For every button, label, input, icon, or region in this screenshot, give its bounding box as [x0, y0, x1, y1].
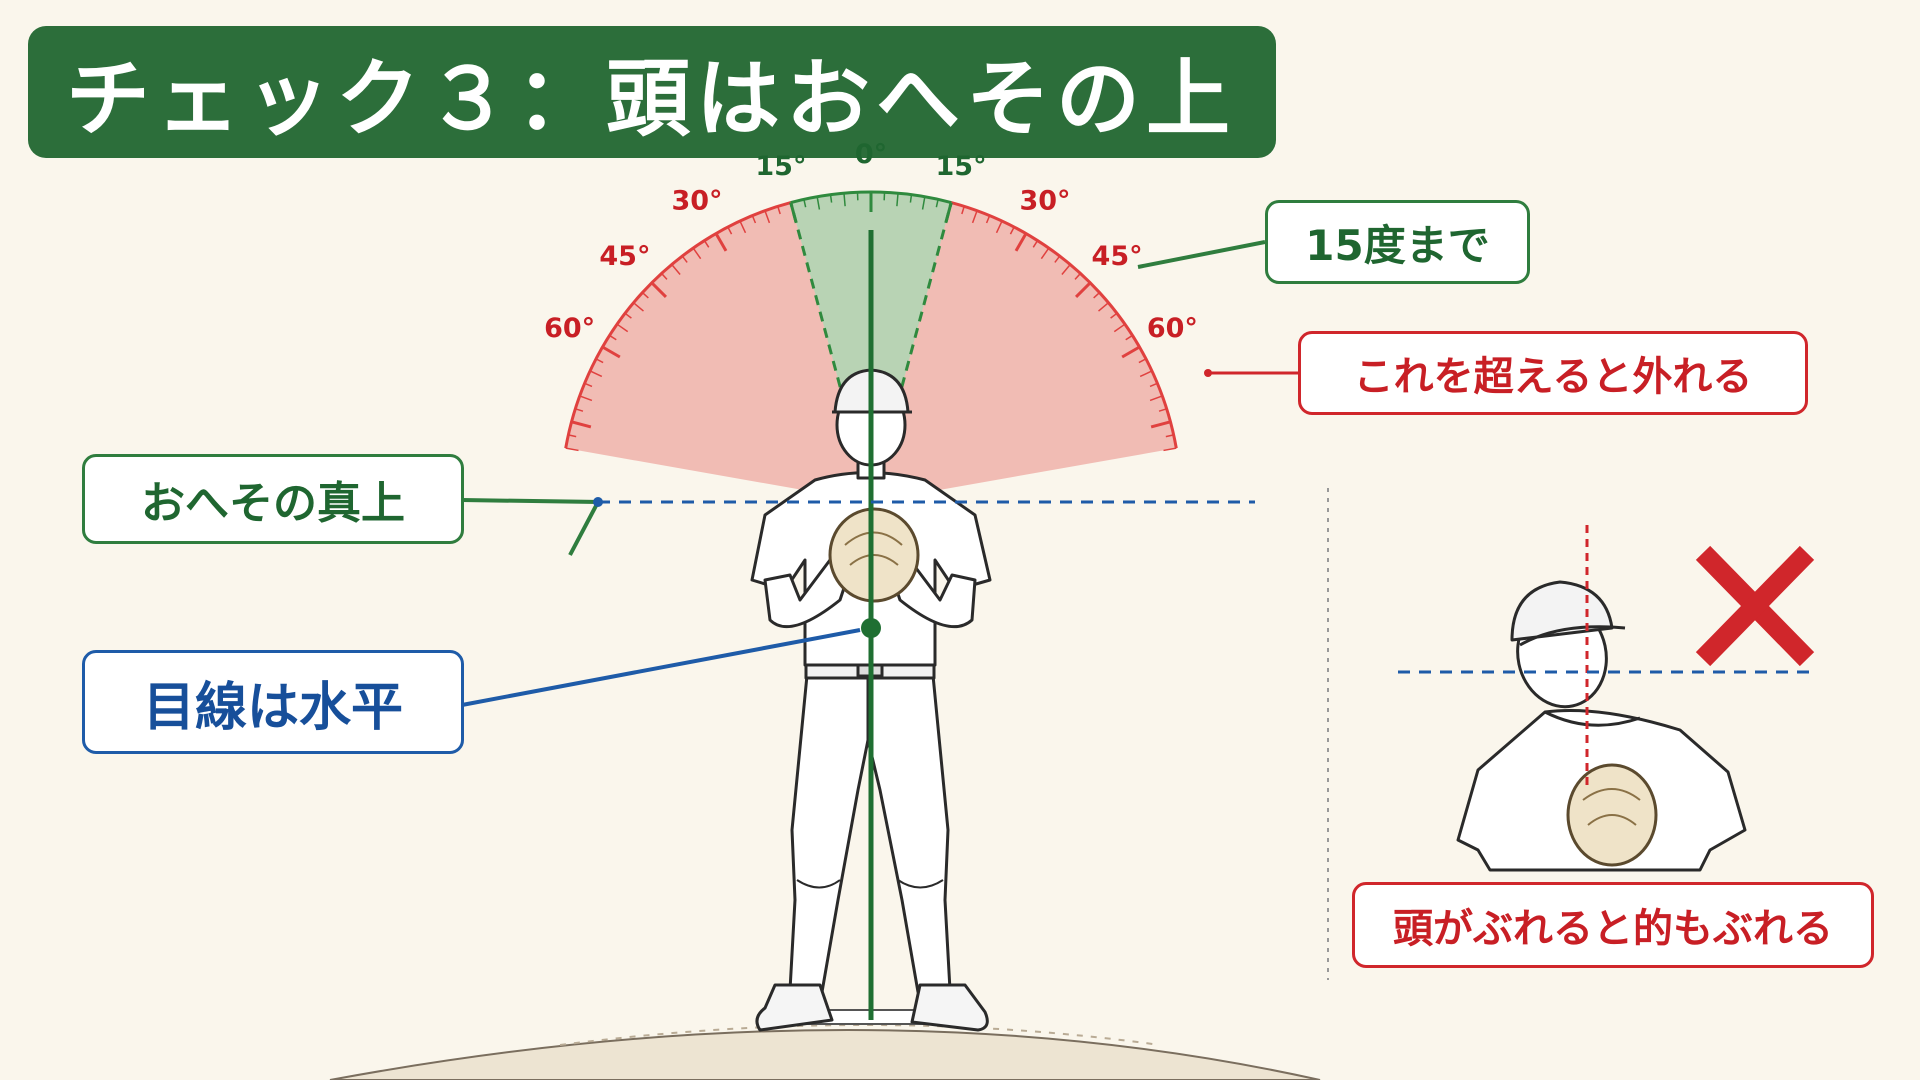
- protractor-tick-label: 30°: [671, 186, 722, 217]
- left-shoe: [755, 983, 834, 1032]
- protractor-tick: [1040, 247, 1050, 260]
- protractor-tick: [650, 281, 667, 298]
- protractor-tick: [624, 312, 632, 319]
- protractor-tick-label: 15°: [755, 151, 806, 182]
- protractor-tick: [1139, 370, 1153, 378]
- protractor-tick: [1158, 408, 1167, 412]
- protractor-tick: [661, 272, 668, 280]
- callout-beyond-label: これを超えると外れる: [1353, 354, 1753, 400]
- protractor-tick: [1125, 334, 1133, 341]
- protractor-tick: [777, 206, 781, 215]
- pitcher-mound: [329, 1029, 1321, 1080]
- protractor-tick: [1032, 240, 1039, 248]
- callout-within-label: 15度まで: [1305, 220, 1490, 270]
- protractor-tick-label: 45°: [599, 241, 650, 272]
- protractor-tick: [633, 302, 644, 312]
- mound-shading: [559, 1024, 1161, 1046]
- protractor-tick: [1014, 232, 1028, 252]
- protractor-tick: [803, 199, 807, 208]
- callout-navel-above: おへその真上: [82, 454, 464, 544]
- protractor-tick: [1138, 358, 1147, 364]
- danger-sector-left: [565, 202, 871, 502]
- connector-gaze: [461, 628, 861, 707]
- callout-gaze-label: 目線は水平: [142, 677, 403, 738]
- bad-example-figure: [1456, 580, 1747, 872]
- protractor-tick: [1149, 395, 1163, 402]
- protractor-tick: [1165, 434, 1174, 438]
- protractor-tick: [703, 240, 710, 248]
- protractor-tick: [1009, 226, 1015, 235]
- protractor-tick: [764, 210, 771, 224]
- protractor-tick-label: 15°: [936, 151, 987, 182]
- protractor-tick: [909, 194, 913, 203]
- protractor-tick: [595, 358, 604, 364]
- protractor-tick: [568, 434, 577, 438]
- callout-navel-label: おへその真上: [141, 478, 405, 529]
- protractor-tick: [1098, 302, 1109, 312]
- protractor-tick: [575, 408, 584, 412]
- protractor-tick: [1110, 312, 1118, 319]
- navel-point: [861, 618, 881, 638]
- callout-beyond-limit: これを超えると外れる: [1298, 331, 1808, 415]
- x-mark-icon: [1695, 545, 1815, 667]
- safe-arc: [790, 190, 952, 205]
- protractor-tick: [1075, 281, 1092, 298]
- callout-within-15-degrees: 15度まで: [1265, 200, 1530, 284]
- protractor-tick: [1113, 323, 1126, 333]
- protractor-tick: [1054, 255, 1061, 263]
- protractor-tick: [609, 334, 617, 341]
- protractor-tick: [571, 420, 592, 429]
- connector-navel: [461, 498, 602, 556]
- protractor-tick: [692, 247, 702, 260]
- protractor-tick: [1149, 382, 1158, 388]
- protractor-tick: [944, 202, 953, 223]
- protractor-tick-label: 0°: [855, 139, 887, 170]
- player-pants: [788, 663, 952, 994]
- protractor-tick: [714, 232, 728, 252]
- danger-sector-right: [871, 202, 1177, 502]
- protractor-tick: [921, 196, 926, 210]
- protractor-tick: [896, 193, 899, 207]
- callout-bad-example-label: 頭がぶれると的もぶれる: [1393, 906, 1833, 952]
- protractor-tick: [985, 215, 991, 224]
- protractor-tick: [1061, 264, 1071, 275]
- protractor-tick: [829, 194, 833, 203]
- callout-bad-example: 頭がぶれると的もぶれる: [1352, 882, 1874, 968]
- protractor-tick-label: 60°: [544, 313, 595, 344]
- protractor-tick: [565, 447, 579, 452]
- protractor-tick: [589, 370, 603, 378]
- protractor-tick: [995, 220, 1003, 234]
- protractor-tick: [843, 193, 846, 207]
- protractor-tick: [789, 202, 798, 223]
- protractor-tick: [751, 215, 757, 224]
- protractor-tick: [584, 382, 593, 388]
- protractor-tick-label: 45°: [1092, 241, 1143, 272]
- right-shoe: [910, 983, 989, 1032]
- protractor-tick: [641, 292, 649, 299]
- protractor-tick: [1093, 292, 1101, 299]
- protractor-tick: [1074, 272, 1081, 280]
- protractor-tick: [961, 206, 965, 215]
- protractor-tick: [1150, 420, 1171, 429]
- connector-within: [1137, 240, 1266, 269]
- protractor-tick: [935, 199, 939, 208]
- protractor-tick-label: 60°: [1147, 313, 1198, 344]
- page-title: チェック３：頭はおへその上: [66, 49, 1237, 148]
- protractor-tick: [579, 395, 593, 402]
- protractor-tick: [616, 323, 629, 333]
- protractor-tick: [739, 220, 747, 234]
- protractor-tick: [1163, 447, 1177, 452]
- protractor-tick: [681, 255, 688, 263]
- callout-gaze-horizontal: 目線は水平: [82, 650, 464, 754]
- protractor-tick-label: 30°: [1019, 186, 1070, 217]
- protractor-tick: [1121, 345, 1141, 359]
- protractor-tick: [816, 196, 821, 210]
- protractor-tick: [971, 210, 978, 224]
- protractor-tick: [727, 226, 733, 235]
- protractor-tick: [671, 264, 681, 275]
- protractor-tick: [601, 345, 621, 359]
- title-banner: チェック３：頭はおへその上: [28, 26, 1276, 158]
